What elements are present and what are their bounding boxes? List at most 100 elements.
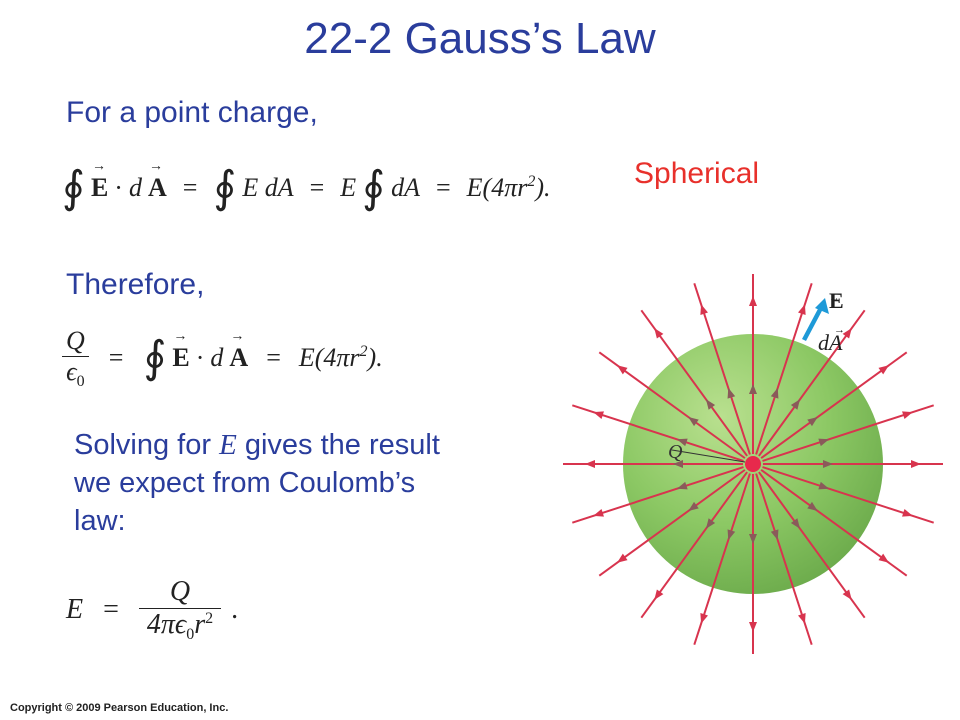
field-line-arrowhead xyxy=(749,296,757,306)
field-line-arrowhead xyxy=(727,387,736,399)
solving-text-part2: gives the result xyxy=(244,429,440,461)
e-term: E xyxy=(340,173,357,202)
result-close: ). xyxy=(367,343,383,372)
field-line-arrowhead xyxy=(654,589,664,600)
field-line-arrowhead xyxy=(878,365,889,375)
a-vector: A xyxy=(229,329,248,373)
field-line-arrowhead xyxy=(617,365,628,375)
fraction-denominator: 4πϵ0r2 xyxy=(138,608,222,644)
differential-d: d xyxy=(210,343,224,372)
field-line-arrowhead xyxy=(749,534,757,544)
epsilon-subscript: 0 xyxy=(76,372,85,390)
field-line-arrowhead xyxy=(902,509,913,517)
field-line-arrowhead xyxy=(798,613,806,624)
field-line-arrowhead xyxy=(727,529,736,541)
result-term: E(4πr2). xyxy=(467,173,551,203)
e-da-term: E dA xyxy=(242,173,294,202)
equals-sign: = xyxy=(108,343,124,372)
differential-d: d xyxy=(128,173,142,202)
coulomb-fraction: Q 4πϵ0r2 xyxy=(138,576,222,644)
e-vector: E xyxy=(172,329,189,373)
equals-sign: = xyxy=(309,173,325,202)
equation-coulomb-field: E = Q 4πϵ0r2 . xyxy=(66,572,238,648)
therefore-text: Therefore, xyxy=(66,268,205,301)
equation-gauss-law: Q ϵ0 = ∮ E · dA = E(4πr2). xyxy=(62,322,383,394)
field-line-arrowhead xyxy=(902,411,913,419)
field-line-arrowhead xyxy=(705,518,716,529)
closed-integral-symbol: ∮ xyxy=(143,332,167,383)
a-vector: A xyxy=(148,159,167,203)
solving-text-part1: Solving for xyxy=(74,429,212,461)
field-line-arrowhead xyxy=(842,589,852,600)
area-vector xyxy=(802,298,829,342)
e-vector: E xyxy=(91,159,108,203)
field-line-arrowhead xyxy=(585,460,595,468)
field-line-arrowhead xyxy=(770,387,779,399)
result-base: E(4πr xyxy=(466,173,528,202)
area-vector-arrow: → xyxy=(834,324,845,336)
dot-operator: · xyxy=(195,343,205,372)
field-line-arrowhead xyxy=(842,328,852,339)
denominator-prefix: 4πϵ xyxy=(146,609,187,640)
dot-operator: · xyxy=(114,173,123,202)
field-line-arrowhead xyxy=(676,481,688,490)
solving-line-3: law: xyxy=(74,505,126,537)
field-line-arrowhead xyxy=(798,304,806,315)
field-lines xyxy=(563,274,943,654)
trailing-dot: . xyxy=(231,594,239,625)
e-term: E xyxy=(66,594,84,625)
field-line-arrowhead xyxy=(807,416,818,427)
field-line-arrowhead xyxy=(818,438,830,447)
field-line-arrowhead xyxy=(700,304,708,315)
equals-sign: = xyxy=(182,173,198,202)
charge-label: Q xyxy=(668,441,683,463)
radius-power: 2 xyxy=(205,610,214,627)
result-base: E(4πr xyxy=(298,343,360,372)
spherical-label: Spherical xyxy=(634,157,760,190)
solving-paragraph: Solving for E gives the result we expect… xyxy=(74,426,554,540)
field-line-arrowhead xyxy=(770,529,779,541)
result-power: 2 xyxy=(527,173,536,190)
field-line-arrowhead xyxy=(818,481,830,490)
slide-title: 22-2 Gauss’s Law xyxy=(304,14,656,63)
point-charge xyxy=(745,456,761,472)
field-line-arrowhead xyxy=(790,518,801,529)
field-line-arrowhead xyxy=(593,509,604,517)
epsilon-symbol: ϵ xyxy=(66,356,77,386)
result-power: 2 xyxy=(359,343,368,360)
field-vector-label: E xyxy=(829,288,844,313)
q-over-epsilon-fraction: Q ϵ0 xyxy=(62,326,89,391)
equals-sign: = xyxy=(436,173,451,202)
field-line-arrowhead xyxy=(688,501,699,512)
da-term: dA xyxy=(391,173,420,202)
equals-sign: = xyxy=(266,343,281,372)
field-line-arrowhead xyxy=(617,553,628,563)
field-line-arrowhead xyxy=(673,460,683,468)
field-line-arrowhead xyxy=(878,553,889,563)
equals-sign: = xyxy=(103,594,119,625)
field-line-arrowhead xyxy=(593,411,604,419)
field-line-arrowhead xyxy=(790,399,801,410)
charge-pointer-line xyxy=(671,449,746,463)
closed-integral-symbol: ∮ xyxy=(362,162,386,213)
result-close: ). xyxy=(535,173,551,202)
equation-flux-sphere: ∮ E · dA = ∮ E dA = E ∮ dA = E(4πr2). xyxy=(62,159,551,216)
intro-text: For a point charge, xyxy=(66,96,318,129)
closed-integral-symbol: ∮ xyxy=(213,162,237,213)
closed-integral-symbol: ∮ xyxy=(62,162,85,213)
radius-r: r xyxy=(194,609,206,640)
field-vector-arrow: → xyxy=(829,292,840,304)
fraction-numerator: Q xyxy=(66,325,85,355)
epsilon-subscript: 0 xyxy=(186,626,195,643)
fraction-numerator: Q xyxy=(169,576,191,607)
field-line-arrowhead xyxy=(654,328,664,339)
solving-line-2: we expect from Coulomb’s xyxy=(74,467,416,499)
solving-variable: E xyxy=(219,429,237,461)
field-line-arrowhead xyxy=(705,399,716,410)
field-line-arrowhead xyxy=(807,501,818,512)
field-line-arrowhead xyxy=(749,384,757,394)
result-term: E(4πr2). xyxy=(299,343,383,373)
field-line-arrowhead xyxy=(700,613,708,624)
field-line-arrowhead xyxy=(688,416,699,427)
field-line-arrowhead xyxy=(823,460,833,468)
